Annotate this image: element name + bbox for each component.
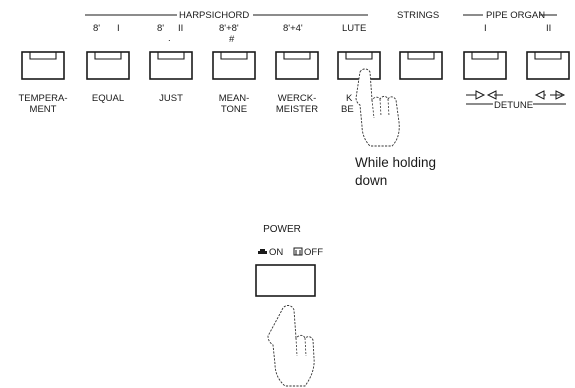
register-4-label: 8'+4' [283, 23, 303, 34]
pipe-organ-2-button[interactable] [527, 52, 569, 79]
meantone-label-line2: TONE [221, 104, 247, 115]
register-2-sub: . [168, 33, 171, 44]
strings-button[interactable] [400, 52, 442, 79]
power-off-label: OFF [304, 247, 323, 258]
register-2-foot: 8' [157, 23, 164, 34]
caption-line1: While holding [355, 155, 436, 170]
kirnberger-lute-button[interactable] [338, 52, 380, 79]
equal-button[interactable] [87, 52, 129, 79]
register-1-foot: 8' [93, 23, 100, 34]
detune-arrows [466, 91, 564, 99]
kirnberger-label-line2: BE [341, 104, 354, 115]
werckmeister-button[interactable] [276, 52, 318, 79]
meantone-button[interactable] [213, 52, 255, 79]
pipe-organ-label: PIPE ORGAN [486, 10, 545, 21]
temperament-label-line1: TEMPERA- [18, 93, 67, 104]
power-title: POWER [263, 224, 301, 235]
register-1-mark: I [117, 23, 120, 34]
equal-label: EQUAL [92, 93, 124, 104]
power-button[interactable] [256, 265, 315, 296]
detune-label: DETUNE [494, 100, 533, 111]
just-button[interactable] [150, 52, 192, 79]
organ-register-1: I [484, 23, 487, 34]
pipe-organ-1-button[interactable] [464, 52, 506, 79]
power-pressing-hand-icon [268, 306, 314, 387]
register-2-mark: II [178, 23, 183, 34]
pressing-hand-icon [356, 69, 399, 146]
power-on-symbol [258, 249, 267, 254]
kirnberger-label-line1: K [346, 93, 353, 104]
power-off-symbol [294, 248, 302, 255]
organ-register-2: II [546, 23, 551, 34]
register-3-label: 8'+8' [219, 23, 239, 34]
caption-line2: down [355, 173, 387, 188]
register-5-label: LUTE [342, 23, 366, 34]
power-on-label: ON [269, 247, 283, 258]
harpsichord-label: HARPSICHORD [179, 10, 249, 21]
strings-label: STRINGS [397, 10, 439, 21]
temperament-label-line2: MENT [30, 104, 57, 115]
werckmeister-label-line1: WERCK- [278, 93, 317, 104]
meantone-label-line1: MEAN- [219, 93, 250, 104]
temperament-button[interactable] [22, 52, 64, 79]
register-3-sub: # [229, 34, 235, 45]
werckmeister-label-line2: MEISTER [276, 104, 318, 115]
just-label: JUST [159, 93, 183, 104]
